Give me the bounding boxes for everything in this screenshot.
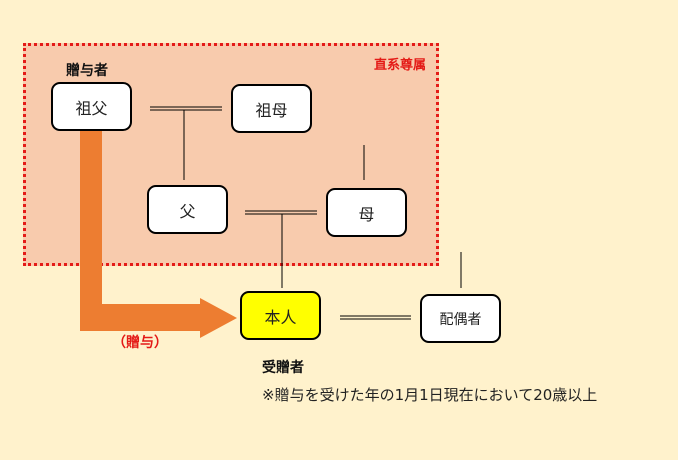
- age-condition-note: ※贈与を受けた年の1月1日現在において20歳以上: [262, 386, 598, 404]
- self-spouse-marriage-line: [340, 315, 411, 320]
- donor-label: 贈与者: [66, 63, 108, 79]
- self-box: 本人: [240, 291, 321, 340]
- spouse-box: 配偶者: [420, 294, 501, 343]
- mother-box: 母: [326, 188, 407, 237]
- father-box: 父: [147, 185, 228, 234]
- grandfather-text: 祖父: [75, 98, 108, 118]
- lineal-ascendants-label: 直系尊属: [373, 58, 426, 73]
- self-text: 本人: [264, 307, 297, 327]
- gift-arrow: [80, 131, 237, 338]
- parents-marriage-line: [245, 210, 317, 215]
- grandmother-text: 祖母: [255, 100, 288, 120]
- gift-label: （贈与）: [112, 335, 168, 351]
- grandmother-box: 祖母: [231, 84, 312, 133]
- mother-text: 母: [358, 204, 375, 224]
- grandparents-marriage-line: [150, 106, 222, 111]
- recipient-label: 受贈者: [262, 360, 304, 376]
- father-text: 父: [179, 201, 196, 221]
- grandfather-box: 祖父: [51, 82, 132, 131]
- spouse-text: 配偶者: [439, 311, 482, 328]
